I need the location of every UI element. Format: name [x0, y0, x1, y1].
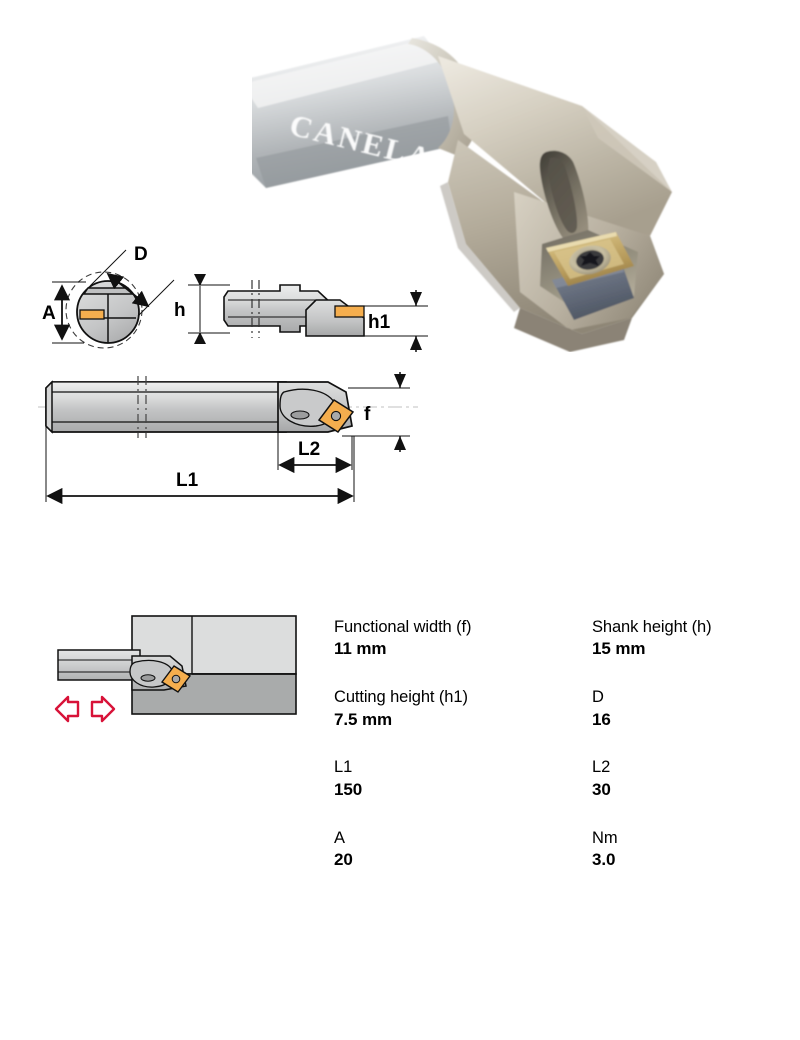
spec-cell-l1: L1 150: [334, 758, 592, 800]
spec-value: 30: [592, 779, 611, 799]
dimension-label-a: A: [42, 303, 56, 324]
end-view-insert: [79, 309, 105, 320]
d-extension-right: [137, 279, 175, 317]
side-view-drawing: f L2 L1: [38, 372, 418, 505]
spec-label: Shank height (h): [592, 618, 712, 636]
shank-shadow: [256, 116, 452, 188]
spec-value: 16: [592, 709, 611, 729]
end-view-drawing: A D: [42, 244, 175, 349]
spec-cell-cutting-height: Cutting height (h1) 7.5 mm: [334, 688, 592, 730]
chip-groove-inner: [548, 157, 578, 233]
spec-label: Functional width (f): [334, 618, 472, 636]
dimension-label-l2: L2: [298, 439, 320, 460]
spec-label: Nm: [592, 828, 618, 847]
application-diagram: [44, 608, 304, 730]
app-coolant-hole: [140, 674, 156, 682]
app-insert-screw: [171, 674, 181, 684]
head-top-facet: [438, 56, 672, 236]
h-arrow-top: [194, 274, 206, 286]
technical-drawings: A D: [28, 240, 448, 515]
spec-label: Cutting height (h1): [334, 688, 468, 707]
shank-highlight: [252, 40, 438, 108]
spec-cell-shank-height: Shank height (h) 15 mm: [592, 618, 774, 660]
dimension-label-d: D: [134, 244, 148, 265]
spec-value: 7.5 mm: [334, 709, 392, 729]
spec-row: Cutting height (h1) 7.5 mm D 16: [334, 688, 774, 730]
side-view-insert-screw: [330, 410, 342, 422]
spec-value: 15 mm: [592, 639, 646, 659]
head-bottom-facet: [514, 308, 632, 352]
dimension-label-f: f: [364, 404, 371, 425]
spec-cell-d: D 16: [592, 688, 774, 730]
spec-cell-functional-width: Functional width (f) 11 mm: [334, 618, 592, 660]
torx-star: [580, 252, 600, 266]
d-dimension-arrow: [106, 272, 150, 308]
spec-cell-nm: Nm 3.0: [592, 829, 774, 871]
end-view-reference-circle: [65, 271, 143, 349]
app-head-relief: [129, 659, 174, 688]
dimension-label-h1: h1: [368, 312, 391, 333]
dimension-label-l1: L1: [176, 470, 199, 491]
head-chamfer: [582, 106, 672, 192]
spec-label: L1: [334, 758, 353, 777]
end-view-top-flat: [82, 287, 134, 295]
spec-value: 20: [334, 850, 353, 870]
head-detail-view: h h1: [174, 274, 428, 352]
spec-label: A: [334, 828, 345, 847]
workpiece-upper: [131, 615, 297, 675]
app-bar-shank: [57, 649, 141, 681]
spec-value: 11 mm: [334, 639, 387, 659]
spec-cell-a: A 20: [334, 829, 592, 871]
arrow-right-icon: [90, 695, 116, 723]
head-edge-shadow: [440, 182, 520, 312]
arrow-left-icon: [54, 695, 80, 723]
spec-row: L1 150 L2 30: [334, 758, 774, 800]
product-photo: CANELA: [252, 22, 708, 352]
specifications-table: Functional width (f) 11 mm Shank height …: [334, 618, 774, 899]
spec-value: 150: [334, 779, 363, 799]
d-extension-left: [89, 249, 127, 287]
side-view-bar-top-strip: [49, 381, 287, 393]
insert-cutting-edge: [546, 232, 617, 252]
h-arrow-bottom: [194, 332, 206, 344]
side-view-coolant-hole: [290, 410, 310, 420]
spec-label: D: [592, 688, 604, 707]
spec-row: A 20 Nm 3.0: [334, 829, 774, 871]
head-detail-insert: [334, 305, 365, 318]
spec-row: Functional width (f) 11 mm Shank height …: [334, 618, 774, 660]
dimension-label-h: h: [174, 300, 186, 321]
side-view-end-cap: [45, 380, 53, 434]
spec-cell-l2: L2 30: [592, 758, 774, 800]
spec-value: 3.0: [592, 850, 616, 870]
spec-label: L2: [592, 758, 611, 777]
